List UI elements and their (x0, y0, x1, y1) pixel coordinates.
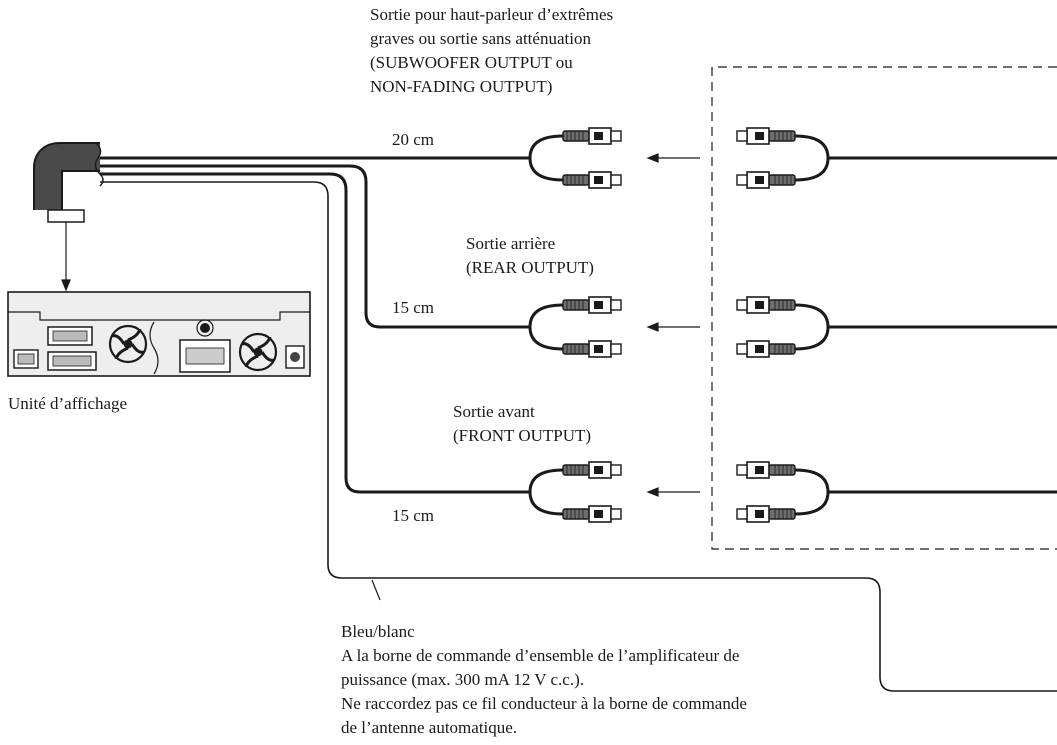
rca-pair-subwoofer-amp (736, 127, 830, 189)
display-unit-rear-panel (7, 291, 311, 377)
connection-arrows (61, 153, 700, 497)
rear-length-label: 15 cm (392, 298, 435, 317)
rca-pair-rear-unit (528, 296, 622, 358)
rca-pair-subwoofer-unit (528, 127, 622, 189)
blue-white-wire-label: Bleu/blanc A la borne de commande d’ense… (341, 622, 747, 737)
subwoofer-length-label: 20 cm (392, 130, 435, 149)
rear-output-label: Sortie arrière (REAR OUTPUT) (466, 234, 594, 277)
blue-white-leader (371, 579, 381, 601)
harness-connector (33, 142, 104, 223)
front-output-label: Sortie avant (FRONT OUTPUT) (453, 402, 592, 445)
wires (100, 156, 1057, 692)
rca-pair-front-amp (736, 461, 830, 523)
rca-pair-front-unit (528, 461, 622, 523)
rca-pair-rear-amp (736, 296, 830, 358)
display-unit-label: Unité d’affichage (8, 394, 128, 413)
amplifier-dashed-frame (711, 66, 1057, 550)
subwoofer-output-label: Sortie pour haut-parleur d’extrêmes grav… (370, 5, 614, 96)
front-length-label: 15 cm (392, 506, 435, 525)
